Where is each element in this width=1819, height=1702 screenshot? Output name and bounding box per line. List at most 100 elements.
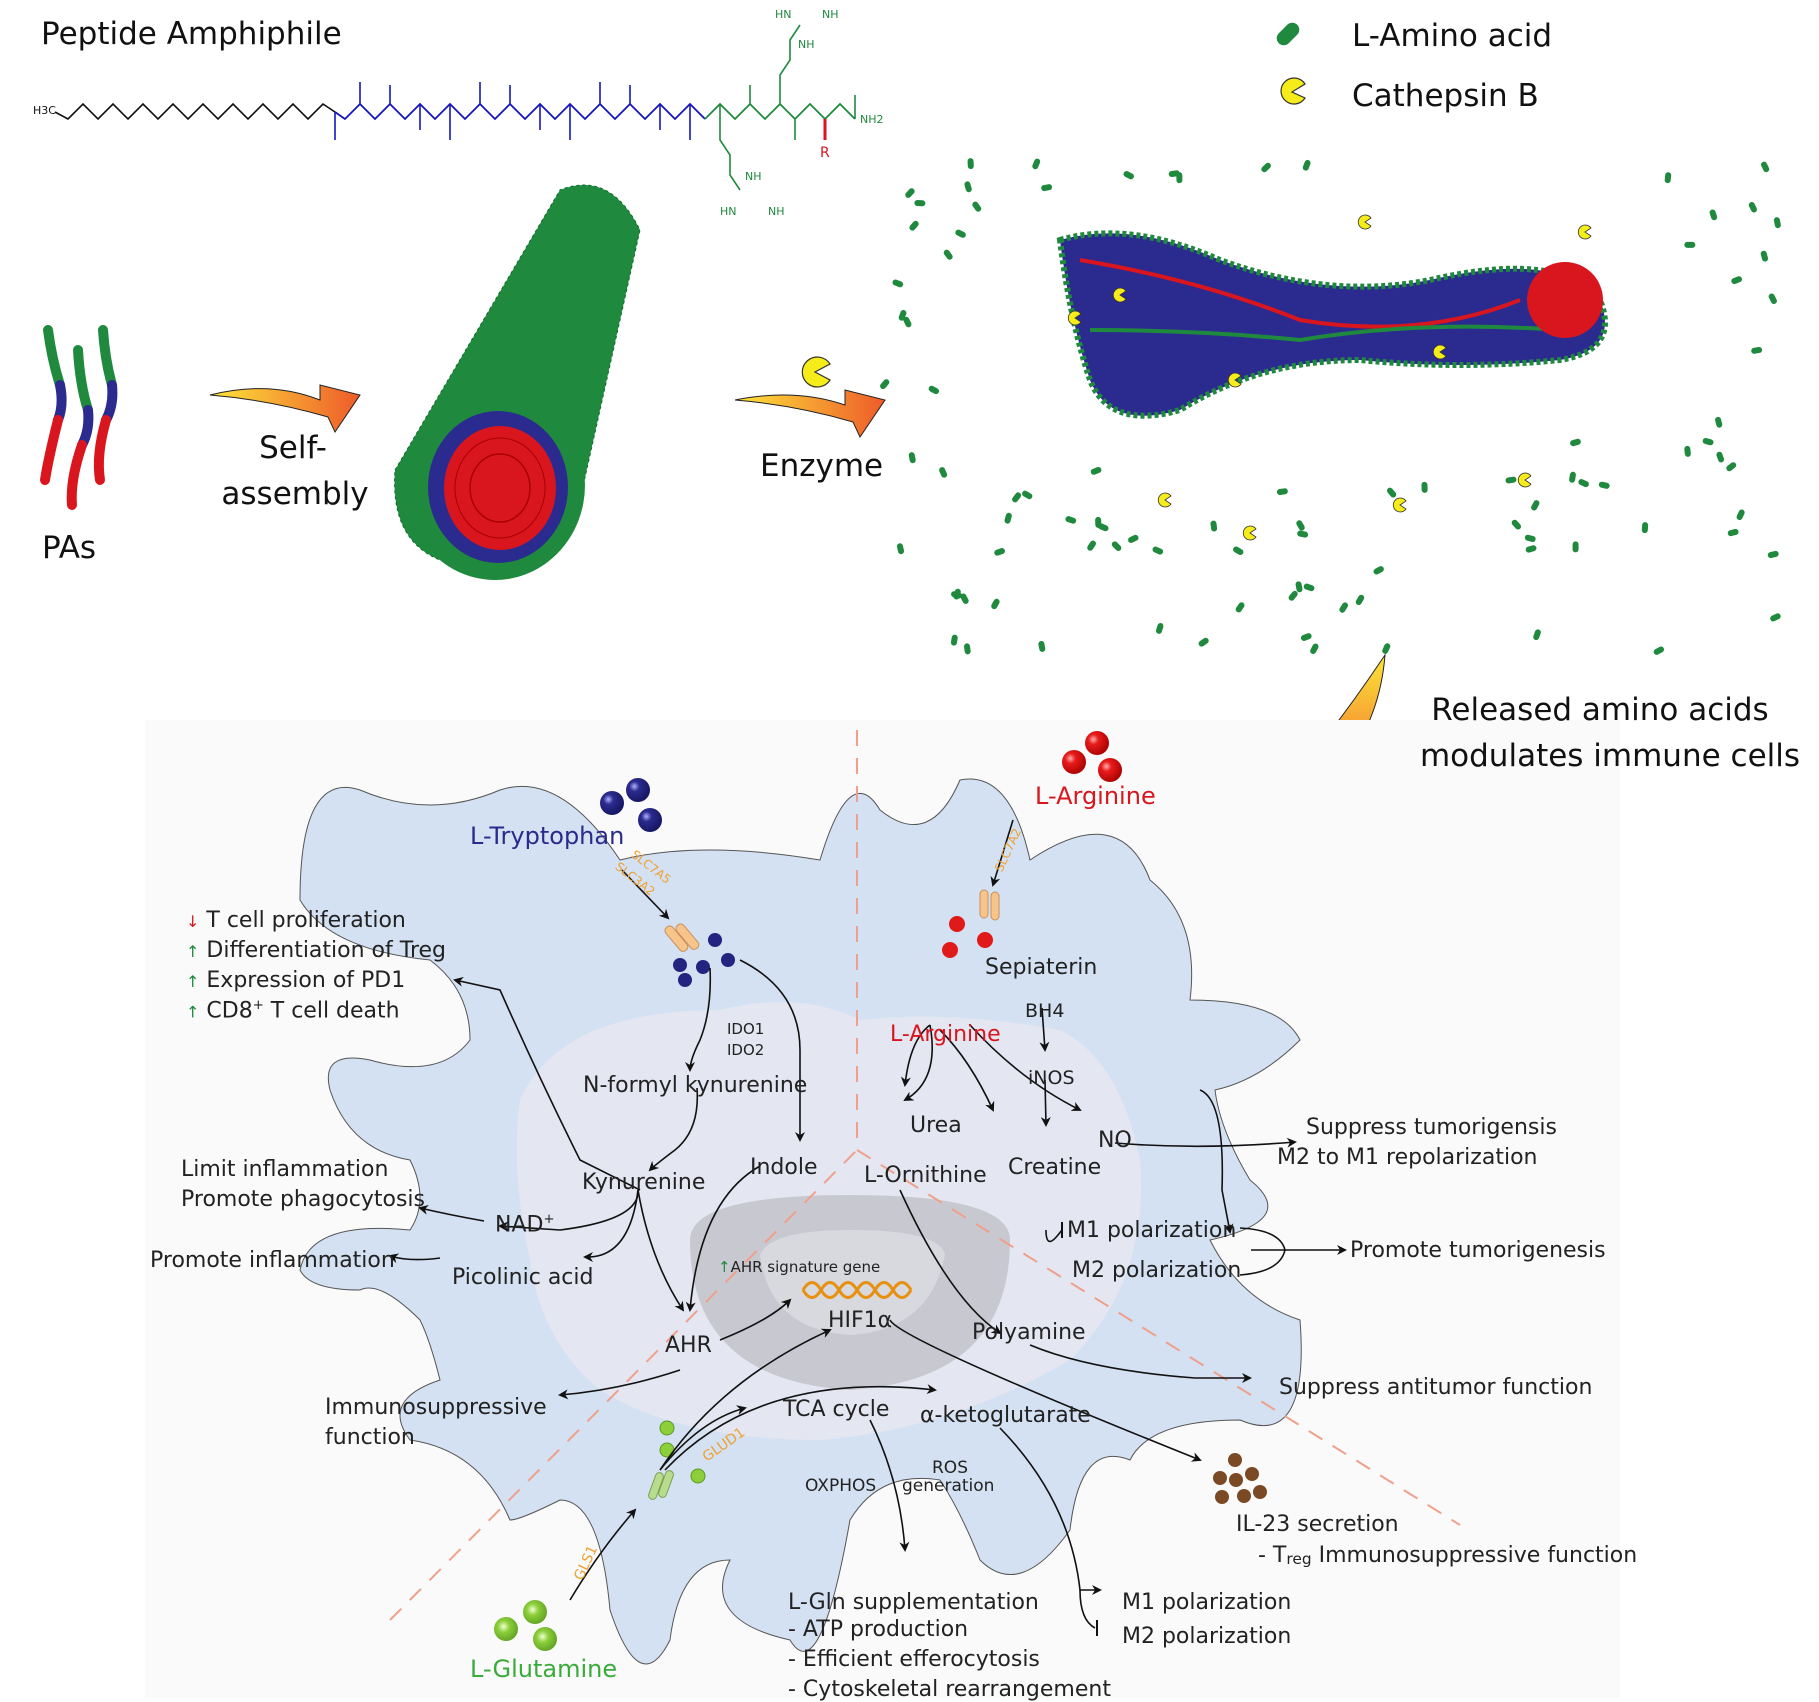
amino-acid-particle: [1736, 509, 1745, 521]
enzyme-label: Enzyme: [760, 448, 884, 484]
cathepsin-b-icon: [1227, 372, 1242, 388]
amino-acid-particle: [1032, 158, 1041, 170]
svg-text:NH: NH: [768, 205, 785, 218]
page-title: Peptide Amphiphile: [41, 16, 342, 52]
amino-acid-particle: [1288, 590, 1298, 601]
cathepsin-legend-icon: [1280, 77, 1306, 105]
amino-acid-particle: [939, 467, 948, 478]
amino-acid-particle: [1198, 637, 1209, 647]
enzyme-pacman-icon: [801, 356, 831, 388]
amino-acid-particle: [943, 249, 953, 260]
amino-acid-particle: [1310, 643, 1319, 654]
terminal-amide-label: NH2: [860, 113, 884, 126]
amino-acid-particle: [1531, 500, 1540, 511]
amino-acid-particle: [1095, 516, 1102, 528]
pathway-arrows: [388, 819, 1347, 1601]
immunosuppressive-label-1: Immunosuppressive: [325, 1395, 547, 1420]
il23-secretion-label: IL-23 secretion: [1236, 1512, 1399, 1537]
il23-dots: [1213, 1453, 1267, 1504]
cathepsin-b-icon: [1112, 287, 1127, 303]
immunosuppressive-label-2: function: [325, 1425, 415, 1450]
sepiaterin-label: Sepiaterin: [985, 955, 1098, 980]
ala-backbone: [334, 102, 706, 121]
amino-acid-particle: [905, 188, 915, 198]
urea-label: Urea: [910, 1113, 962, 1138]
divider-right: [856, 1149, 1461, 1526]
amino-acid-particle: [1684, 241, 1696, 248]
amino-acid-particle: [1065, 516, 1077, 524]
amino-acid-particle: [908, 452, 916, 464]
effect-item: ↑ Differentiation of Treg: [186, 938, 447, 963]
amino-acid-particle: [892, 279, 904, 288]
degraded-nanofiber: [1056, 230, 1608, 419]
ahr-label: AHR: [665, 1333, 712, 1358]
amino-acid-particle: [1773, 217, 1781, 229]
amino-acid-particle: [1684, 445, 1691, 457]
r-group-label: R: [820, 145, 830, 161]
amino-acid-particle: [964, 181, 972, 193]
amino-acid-particle: [1235, 602, 1245, 613]
amino-acid-particle: [960, 593, 969, 604]
limit-inflammation-label: Limit inflammation: [181, 1157, 389, 1182]
gln-item: - Cytoskeletal rearrangement: [788, 1677, 1111, 1702]
released-label-1: Released amino acids: [1431, 692, 1769, 728]
gln-m2-polarization-label: M2 polarization: [1122, 1624, 1292, 1649]
svg-text:NH: NH: [745, 170, 762, 183]
amino-acid-particle: [950, 634, 958, 646]
nad-label: NAD+: [495, 1212, 555, 1238]
amino-acid-particle: [1727, 528, 1739, 537]
amino-acid-particle: [1653, 646, 1665, 655]
amino-acid-particle: [1087, 540, 1097, 551]
amino-acid-particle: [1295, 581, 1303, 593]
amino-acid-particle: [1296, 520, 1305, 531]
amino-acid-particle: [994, 548, 1005, 556]
amino-acid-particle: [1570, 438, 1581, 447]
promote-tumorigenesis-label: Promote tumorigenesis: [1350, 1238, 1606, 1263]
nucleolus: [760, 1230, 945, 1335]
svg-text:HN: HN: [775, 8, 792, 21]
arg-transporter-icon: [979, 889, 1000, 921]
indole-label: Indole: [750, 1155, 818, 1180]
amino-acid-particle: [1302, 159, 1311, 171]
amino-acid-particle: [1716, 451, 1725, 463]
amino-acid-particle: [1041, 184, 1053, 192]
n-formyl-kynurenine-label: N-formyl kynurenine: [583, 1073, 808, 1098]
self-assembly-label-1: Self-: [259, 430, 327, 466]
ros-label-1: ROS: [932, 1458, 968, 1478]
amino-acid-particle: [898, 309, 907, 321]
amino-acid-particle: [1572, 541, 1579, 553]
amino-acid-particle: [1111, 541, 1122, 551]
inos-label: iNOS: [1028, 1067, 1075, 1089]
amino-acid-particle: [1578, 479, 1589, 488]
tryptophan-balls-icon: [600, 778, 662, 832]
ahr-signature-gene-label: ↑AHR signature gene: [718, 1258, 881, 1276]
amino-acid-particle: [1090, 466, 1102, 475]
amino-acid-particle: [1022, 490, 1033, 500]
amino-acid-particle: [1664, 172, 1672, 184]
effect-item: ↑ Expression of PD1: [186, 968, 406, 993]
amino-acid-particle: [1382, 643, 1391, 654]
enzyme-arrow: [734, 389, 886, 439]
amino-acid-particle: [880, 379, 890, 390]
amino-acid-particle: [1276, 488, 1288, 495]
oxphos-label: OXPHOS: [805, 1476, 877, 1496]
svg-text:NH: NH: [798, 38, 815, 51]
ros-label-2: generation: [902, 1476, 995, 1496]
amino-acid-particle: [1210, 520, 1218, 532]
amino-acid-particle: [1641, 522, 1649, 534]
amino-acid-particle: [1726, 462, 1737, 472]
amino-acid-particle: [896, 543, 905, 555]
treg-function-label: - Treg Immunosuppressive function: [1258, 1543, 1638, 1568]
amino-acid-particle: [951, 591, 962, 599]
promote-phagocytosis-label: Promote phagocytosis: [181, 1187, 425, 1212]
m1-polarization-label: M1 polarization: [1067, 1218, 1237, 1243]
suppress-tumor-label-2: M2 to M1 repolarization: [1277, 1145, 1538, 1170]
amino-acid-particle: [1511, 519, 1522, 530]
gln-item: - ATP production: [788, 1617, 969, 1642]
glutamine-label: L-Glutamine: [470, 1655, 618, 1683]
svg-text:NH: NH: [822, 8, 839, 21]
ido2-label: IDO2: [727, 1041, 765, 1059]
tca-cycle-label: TCA cycle: [783, 1397, 890, 1422]
